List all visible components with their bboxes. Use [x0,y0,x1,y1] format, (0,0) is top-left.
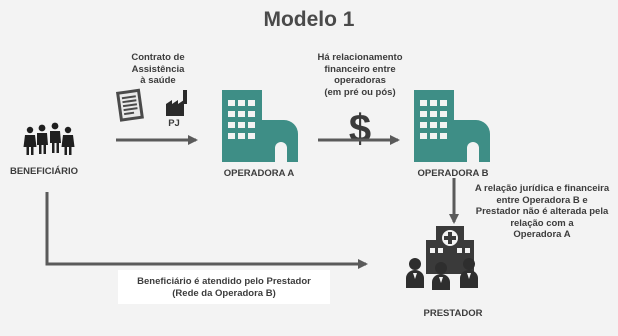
document-icon [116,88,144,122]
node-label-operadora-a: OPERADORA A [223,168,295,179]
caption-background [118,270,330,304]
building-icon-operadora-b [414,90,490,162]
attendance-annotation: Beneficiário é atendido pelo Prestador (… [137,276,311,299]
node-label-operadora-b: OPERADORA B [417,168,489,179]
pj-label: PJ [168,118,180,129]
diagram-title: Modelo 1 [263,8,355,31]
dollar-icon: $ [349,107,371,151]
hospital-icon [426,226,474,274]
people-icon [23,122,75,155]
legal-relation-annotation: A relação jurídica e financeira entre Op… [474,183,610,240]
node-label-prestador: PRESTADOR [423,308,483,319]
doctors-icon [406,258,478,290]
contract-annotation: Contrato de Assistência à saúde [131,52,185,86]
arrow-beneficiario-prestador [45,192,368,269]
node-label-beneficiario: BENEFICIÁRIO [9,166,79,177]
relationship-annotation: Há relacionamento financeiro entre opera… [317,52,403,98]
building-icon-operadora-a [222,90,298,162]
factory-icon [166,90,187,116]
